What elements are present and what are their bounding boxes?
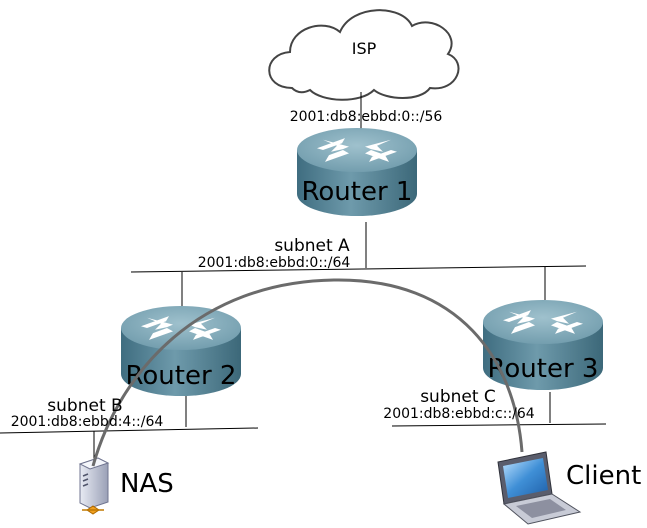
router-2-label: Router 2 xyxy=(126,361,237,391)
subnet-a-line xyxy=(130,265,587,273)
isp-prefix-label: 2001:db8:ebbd:0::/56 xyxy=(290,109,443,125)
isp-label: ISP xyxy=(352,39,377,58)
subnet-b-prefix: 2001:db8:ebbd:4::/64 xyxy=(11,414,164,430)
subnet-c-prefix: 2001:db8:ebbd:c::/64 xyxy=(383,406,534,422)
subnet-a-name: subnet A xyxy=(274,236,350,256)
router-1 xyxy=(297,128,417,216)
subnet-b-name: subnet B xyxy=(47,396,122,416)
client-label: Client xyxy=(566,461,641,491)
router-3 xyxy=(483,300,603,390)
isp-cloud: ISP xyxy=(268,9,460,101)
nas-label: NAS xyxy=(120,469,174,499)
subnet-b-line xyxy=(0,427,259,434)
subnet-c-name: subnet C xyxy=(420,387,496,407)
nas-server-icon xyxy=(78,457,110,515)
router-2 xyxy=(121,306,241,396)
laptop-icon xyxy=(497,451,582,525)
subnet-a-prefix: 2001:db8:ebbd:0::/64 xyxy=(198,255,351,271)
traffic-path-arc xyxy=(91,278,524,467)
router-1-label: Router 1 xyxy=(302,177,413,207)
subnet-c-line xyxy=(391,423,607,427)
